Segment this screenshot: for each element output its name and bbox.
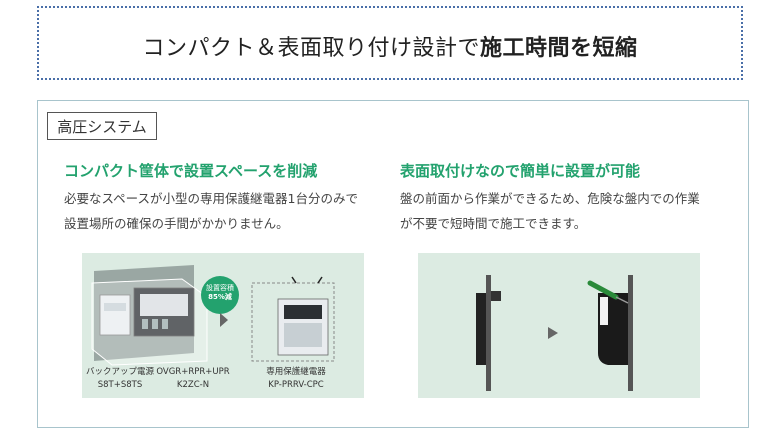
headline-emphasis: 施工時間を短縮: [480, 36, 638, 61]
left-line-2: 設置場所の確保の手間がかかりません。: [64, 216, 289, 231]
caption-kp-line1: 専用保護継電器: [266, 367, 326, 377]
arrow-icon-2: [548, 327, 558, 339]
right-line-1: 盤の前面から作業ができるため、危険な盤内での作業: [400, 191, 700, 206]
caption-backup-line1: バックアップ電源: [85, 367, 154, 377]
surface-mount-diagram: [476, 275, 633, 391]
caption-kp: 専用保護継電器 KP-PRRV-CPC: [254, 366, 338, 392]
spark-mark-1: [291, 276, 297, 284]
compact-illustration: 設置容積 85%減 バックアップ電源 S8T+S8TS OVGR+RPR+UPR…: [82, 253, 364, 398]
spark-mark-2: [317, 276, 323, 284]
kp-terminal: [284, 323, 322, 347]
right-title: 表面取付けなので簡単に設置が可能: [400, 162, 641, 180]
screwdriver-handle: [587, 280, 619, 300]
left-title: コンパクト筐体で設置スペースを削減: [64, 162, 318, 180]
caption-relays-line1: OVGR+RPR+UPR: [156, 367, 230, 377]
backup-power-unit: [99, 294, 131, 336]
panel-wall-left: [486, 275, 491, 391]
relay-display: [140, 294, 188, 316]
new-volume-outline: [251, 282, 335, 362]
surface-mount-illustration: [418, 253, 700, 398]
caption-relays: OVGR+RPR+UPR K2ZC-N: [154, 366, 232, 392]
bracket-before: [491, 291, 501, 301]
caption-backup: バックアップ電源 S8T+S8TS: [85, 366, 155, 392]
right-description: 盤の前面から作業ができるため、危険な盤内での作業 が不要で短時間で施工できます。: [400, 186, 700, 236]
volume-outline-left: [91, 278, 208, 366]
panel-tag: 高圧システム: [47, 112, 157, 140]
screwdriver-shaft: [615, 296, 629, 304]
device-after-front: [600, 297, 608, 325]
right-line-2: が不要で短時間で施工できます。: [400, 216, 587, 231]
headline-box: コンパクト＆表面取り付け設計で施工時間を短縮: [37, 6, 743, 80]
compact-diagram: [91, 265, 335, 366]
left-line-1: 必要なスペースが小型の専用保護継電器1台分のみで: [64, 191, 358, 206]
relay-button-2: [152, 319, 158, 329]
badge-line-1: 設置容積: [206, 284, 234, 292]
caption-kp-line2: KP-PRRV-CPC: [268, 380, 324, 390]
caption-backup-line2: S8T+S8TS: [97, 380, 143, 390]
headline: コンパクト＆表面取り付け設計で施工時間を短縮: [39, 30, 741, 62]
badge-line-2: 85%減: [208, 293, 232, 301]
left-description: 必要なスペースが小型の専用保護継電器1台分のみで 設置場所の確保の手間がかかりま…: [64, 186, 358, 236]
arrow-icon: [220, 313, 228, 327]
kp-display: [284, 305, 322, 319]
device-before: [476, 293, 486, 365]
panel-wall-right: [628, 275, 633, 391]
relay-button-1: [142, 319, 148, 329]
relay-button-3: [162, 319, 168, 329]
badge-text: 設置容積 85%減: [201, 284, 239, 302]
headline-part1: コンパクト＆表面取り付け設計で: [142, 36, 480, 61]
reduction-badge: [201, 276, 239, 314]
backup-power-detail: [104, 303, 126, 311]
caption-relays-line2: K2ZC-N: [176, 380, 210, 390]
